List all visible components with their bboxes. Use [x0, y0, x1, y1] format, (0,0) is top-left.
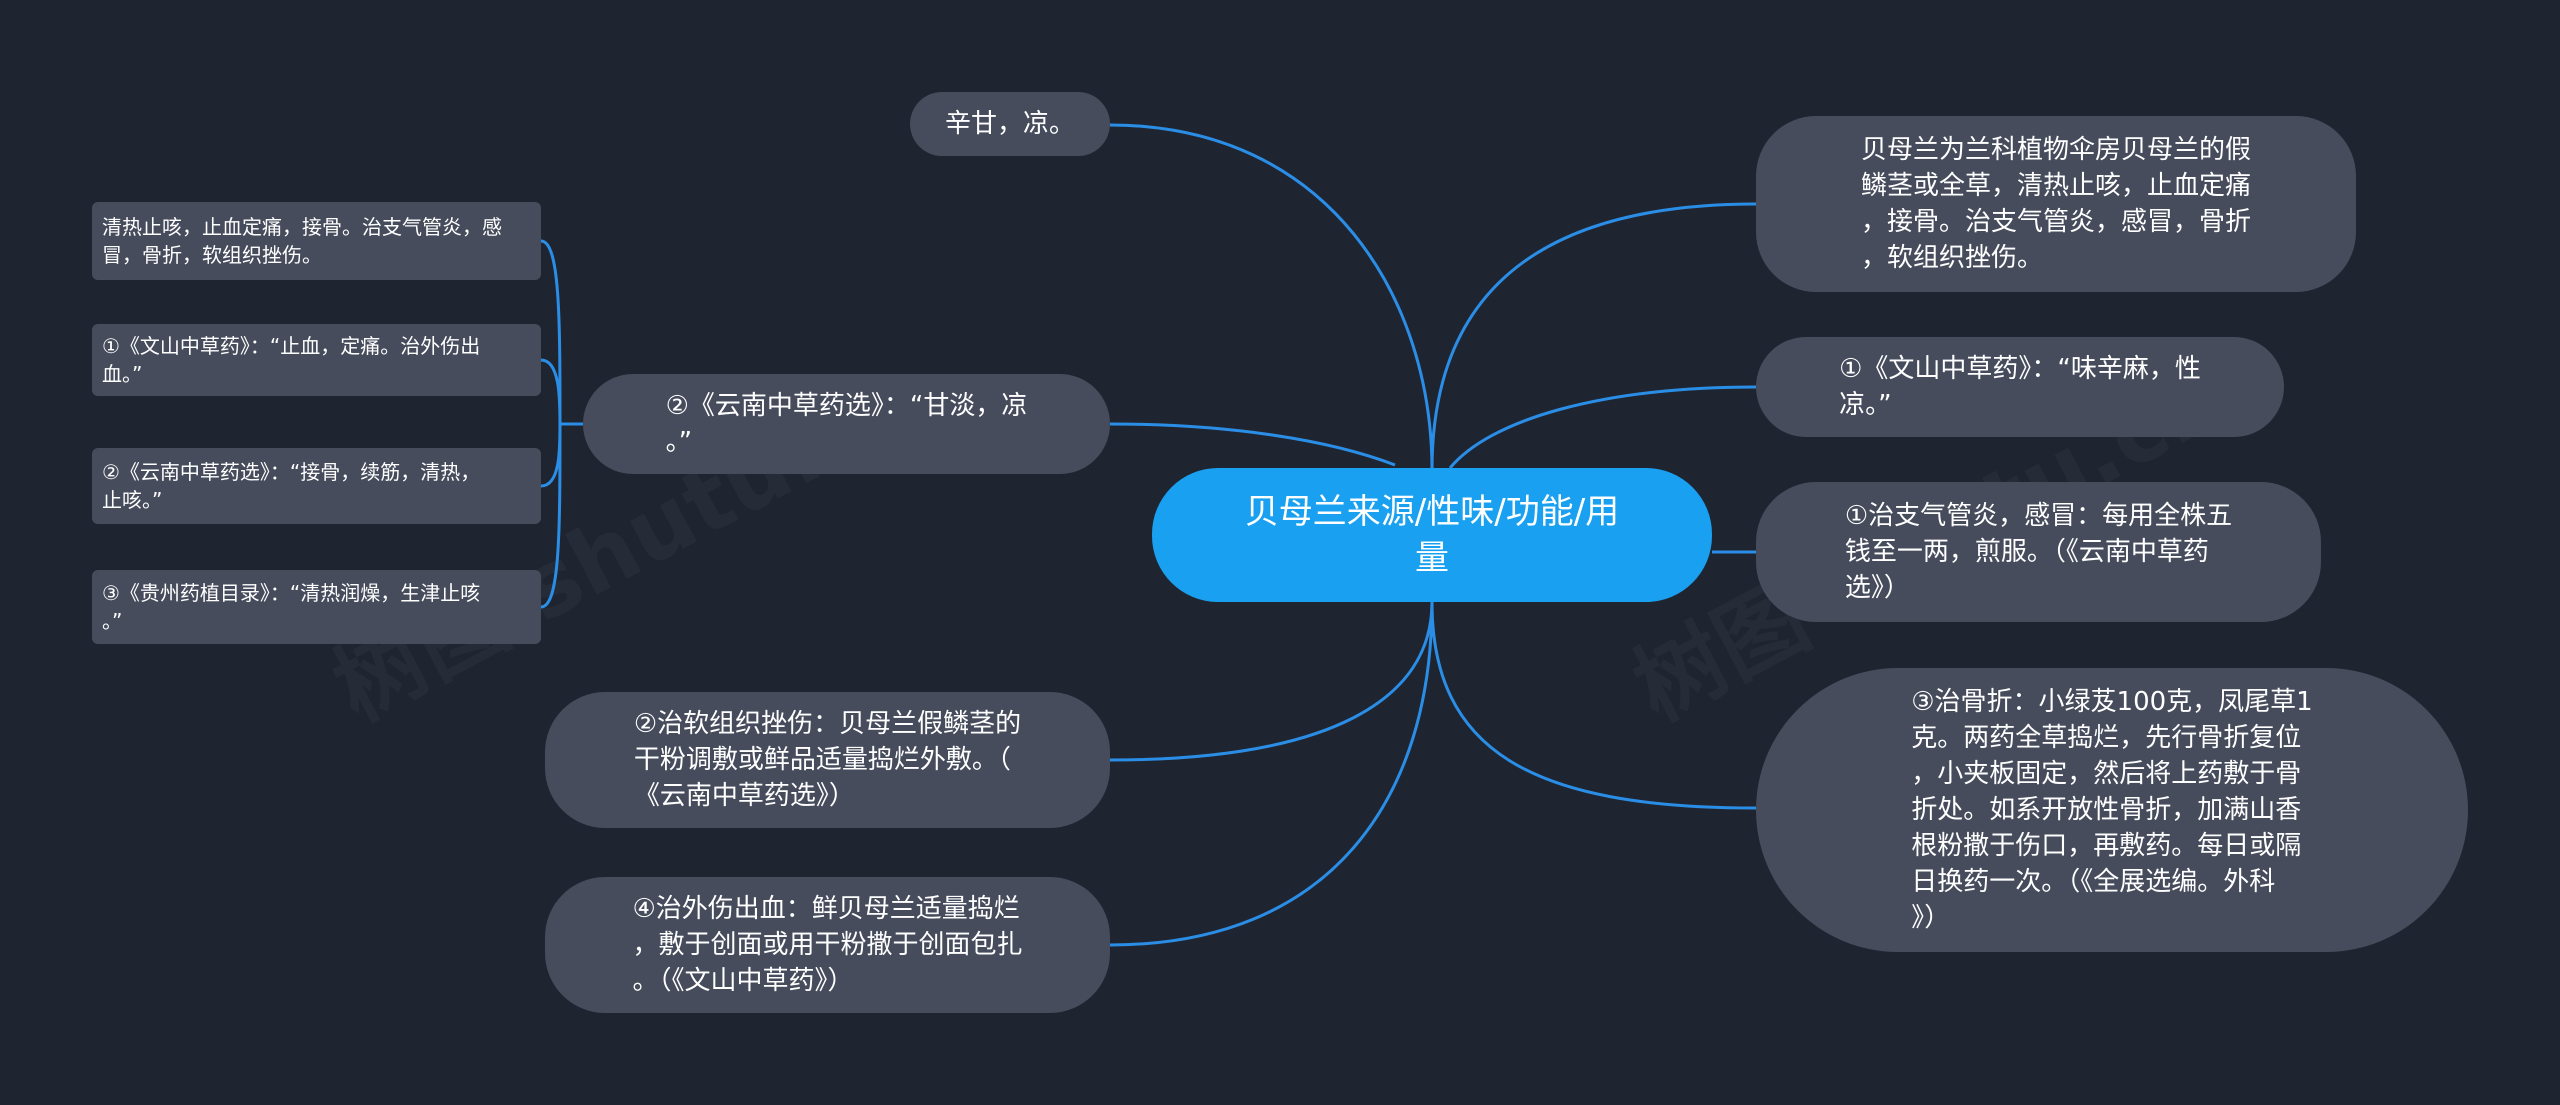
connector-root-taste: [1109, 123, 1434, 471]
leaf-wenshan[interactable]: ①《文山中草药》：“止血，定痛。治外伤出 血。”: [92, 324, 541, 396]
node-yunnan-taste-label: ②《云南中草药选》：“甘淡，凉 。”: [665, 391, 1028, 457]
node-source-label: 贝母兰为兰科植物伞房贝母兰的假 鳞茎或全草，清热止咳，止血定痛 ，接骨。治支气管…: [1860, 135, 2251, 273]
node-source[interactable]: 贝母兰为兰科植物伞房贝母兰的假 鳞茎或全草，清热止咳，止血定痛 ，接骨。治支气管…: [1756, 116, 2356, 292]
node-soft-tissue-label: ②治软组织挫伤：贝母兰假鳞茎的 干粉调敷或鲜品适量捣烂外敷。（ 《云南中草药选》…: [633, 709, 1022, 811]
connector-yunnan-leaf-2: [540, 358, 583, 426]
leaf-yunnan-label: ②《云南中草药选》：“接骨，续筋，清热， 止咳。”: [102, 460, 481, 512]
leaf-summary-label: 清热止咳，止血定痛，接骨。治支气管炎，感 冒，骨折，软组织挫伤。: [102, 215, 502, 267]
root-topic[interactable]: 贝母兰来源/性味/功能/用 量: [1152, 468, 1712, 602]
connector-yunnan-leaf-3: [540, 422, 583, 488]
node-yunnan-taste[interactable]: ②《云南中草药选》：“甘淡，凉 。”: [583, 374, 1110, 474]
node-taste-label: 辛甘，凉。: [944, 109, 1075, 139]
leaf-summary[interactable]: 清热止咳，止血定痛，接骨。治支气管炎，感 冒，骨折，软组织挫伤。: [92, 202, 541, 280]
connector-group: [540, 123, 1757, 947]
connector-yunnan-leaf-4: [540, 422, 583, 609]
leaf-guizhou[interactable]: ③《贵州药植目录》：“清热润燥，生津止咳 。”: [92, 570, 541, 644]
node-wenshan-taste[interactable]: ①《文山中草药》：“味辛麻，性 凉。”: [1756, 337, 2284, 437]
connector-root-fracture: [1430, 601, 1757, 810]
root-topic-label: 贝母兰来源/性味/功能/用 量: [1244, 492, 1620, 578]
connector-root-source: [1430, 202, 1757, 471]
node-bronchitis[interactable]: ①治支气管炎，感冒：每用全株五 钱至一两，煎服。（《云南中草药 选》）: [1756, 482, 2321, 622]
connector-root-wenshan: [1448, 385, 1757, 469]
connector-root-yunnan: [1109, 422, 1396, 467]
connector-root-soft-tissue: [1109, 601, 1434, 762]
connector-root-bleeding: [1109, 601, 1434, 947]
node-bleeding[interactable]: ④治外伤出血：鲜贝母兰适量捣烂 ，敷于创面或用干粉撒于创面包扎 。（《文山中草药…: [545, 877, 1110, 1013]
node-bleeding-label: ④治外伤出血：鲜贝母兰适量捣烂 ，敷于创面或用干粉撒于创面包扎 。（《文山中草药…: [632, 894, 1023, 996]
leaf-wenshan-label: ①《文山中草药》：“止血，定痛。治外伤出 血。”: [102, 334, 481, 386]
node-wenshan-taste-label: ①《文山中草药》：“味辛麻，性 凉。”: [1839, 354, 2201, 420]
node-bronchitis-label: ①治支气管炎，感冒：每用全株五 钱至一两，煎服。（《云南中草药 选》）: [1844, 501, 2233, 603]
node-soft-tissue[interactable]: ②治软组织挫伤：贝母兰假鳞茎的 干粉调敷或鲜品适量捣烂外敷。（ 《云南中草药选》…: [545, 692, 1110, 828]
leaf-yunnan[interactable]: ②《云南中草药选》：“接骨，续筋，清热， 止咳。”: [92, 448, 541, 524]
node-fracture-label: ③治骨折：小绿芨100克，凤尾草1 克。两药全草捣烂，先行骨折复位 ，小夹板固定…: [1911, 687, 2313, 933]
node-taste[interactable]: 辛甘，凉。: [910, 92, 1110, 156]
leaf-guizhou-label: ③《贵州药植目录》：“清热润燥，生津止咳 。”: [102, 581, 481, 633]
node-fracture[interactable]: ③治骨折：小绿芨100克，凤尾草1 克。两药全草捣烂，先行骨折复位 ，小夹板固定…: [1756, 668, 2468, 952]
connector-yunnan-leaf-1: [540, 239, 583, 426]
